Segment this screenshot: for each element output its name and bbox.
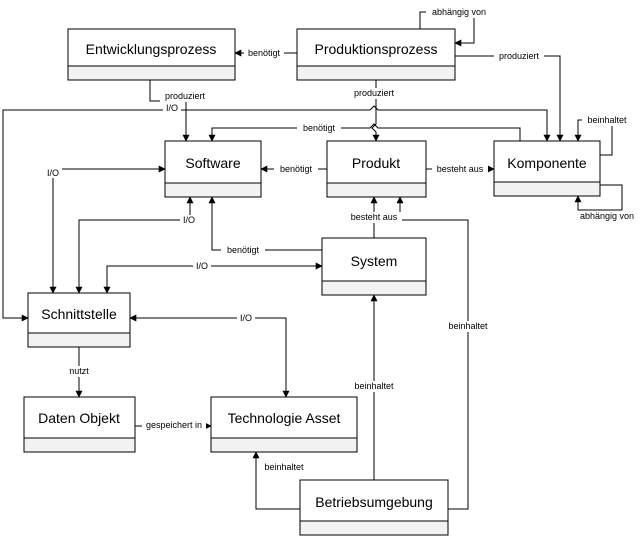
entity-komponente-name: Komponente <box>507 155 587 171</box>
entity-system[interactable]: System <box>321 237 427 296</box>
entity-produkt-name: Produkt <box>352 155 400 171</box>
label-schnittstelle-io-system: I/O <box>196 261 208 271</box>
entity-betriebsumgebung-name: Betriebsumgebung <box>315 494 433 510</box>
relation-lines <box>2 11 623 510</box>
label-betrieb-beinhaltet-technologie: beinhaltet <box>264 462 304 472</box>
edge-schnittstelle-system <box>103 262 323 294</box>
entity-schnittstelle[interactable]: Schnittstelle <box>27 292 131 348</box>
label-produkt-besteht: besteht aus <box>437 164 484 174</box>
entity-boxes: Entwicklungsprozess Produktionsprozess S… <box>23 28 601 536</box>
label-produktion-produziert-produkt: produziert <box>354 88 395 98</box>
entity-betriebsumgebung[interactable]: Betriebsumgebung <box>299 479 449 536</box>
label-betrieb-beinhaltet-system: beinhaltet <box>354 381 394 391</box>
edge-schnittstelle-software-left <box>49 165 166 294</box>
label-schnittstelle-io-technologie: I/O <box>240 313 252 323</box>
entity-software-name: Software <box>185 155 240 171</box>
relation-labels: abhängig von benötigt produziert produzi… <box>44 7 638 473</box>
entity-system-name: System <box>351 253 398 269</box>
entity-komponente[interactable]: Komponente <box>493 140 601 197</box>
edge-schnittstelle-software <box>75 196 194 294</box>
edge-system-software <box>208 196 322 251</box>
label-betrieb-beinhaltet-produkt: beinhaltet <box>448 321 488 331</box>
entity-entwicklungsprozess-name: Entwicklungsprozess <box>86 41 217 57</box>
edge-komponente-software <box>208 123 521 142</box>
label-daten-gespeichert: gespeichert in <box>146 420 202 430</box>
entity-software[interactable]: Software <box>164 140 262 198</box>
edge-betrieb-technologie <box>252 451 300 510</box>
label-entwicklung-produziert: produziert <box>165 91 206 101</box>
label-produktion-abhaengig: abhängig von <box>432 7 486 17</box>
label-komponente-beinhaltet: beinhaltet <box>587 115 627 125</box>
entity-produktionsprozess[interactable]: Produktionsprozess <box>296 28 456 81</box>
label-komponente-abhaengig: abhängig von <box>580 211 634 221</box>
entity-daten-objekt-name: Daten Objekt <box>38 410 120 426</box>
label-schnittstelle-nutzt: nutzt <box>69 366 89 376</box>
entity-entwicklungsprozess[interactable]: Entwicklungsprozess <box>67 28 236 81</box>
label-system-benoetigt: benötigt <box>227 245 260 255</box>
entity-produktionsprozess-name: Produktionsprozess <box>315 41 438 57</box>
entity-produkt[interactable]: Produkt <box>326 140 427 198</box>
label-produktion-produziert-komponente: produziert <box>499 51 540 61</box>
entity-technologie-asset-name: Technologie Asset <box>228 410 341 426</box>
edge-schnittstelle-technologie <box>129 314 290 398</box>
entity-technologie-asset[interactable]: Technologie Asset <box>210 396 358 453</box>
label-schnittstelle-io-software: I/O <box>183 215 195 225</box>
edge-komponente-abhaengig <box>574 184 623 211</box>
label-system-besteht: besteht aus <box>351 212 398 222</box>
label-produkt-benoetigt: benötigt <box>280 164 313 174</box>
edge-schnittstelle-komponente-io <box>2 105 551 322</box>
label-schnittstelle-io-komponente: I/O <box>166 103 178 113</box>
entity-daten-objekt[interactable]: Daten Objekt <box>23 396 136 453</box>
label-komponente-benoetigt: benötigt <box>303 123 336 133</box>
label-produktion-benoetigt: benötigt <box>248 48 281 58</box>
label-schnittstelle-io-software-left: I/O <box>47 168 59 178</box>
edge-produktion-komponente <box>455 55 564 142</box>
entity-schnittstelle-name: Schnittstelle <box>41 306 117 322</box>
